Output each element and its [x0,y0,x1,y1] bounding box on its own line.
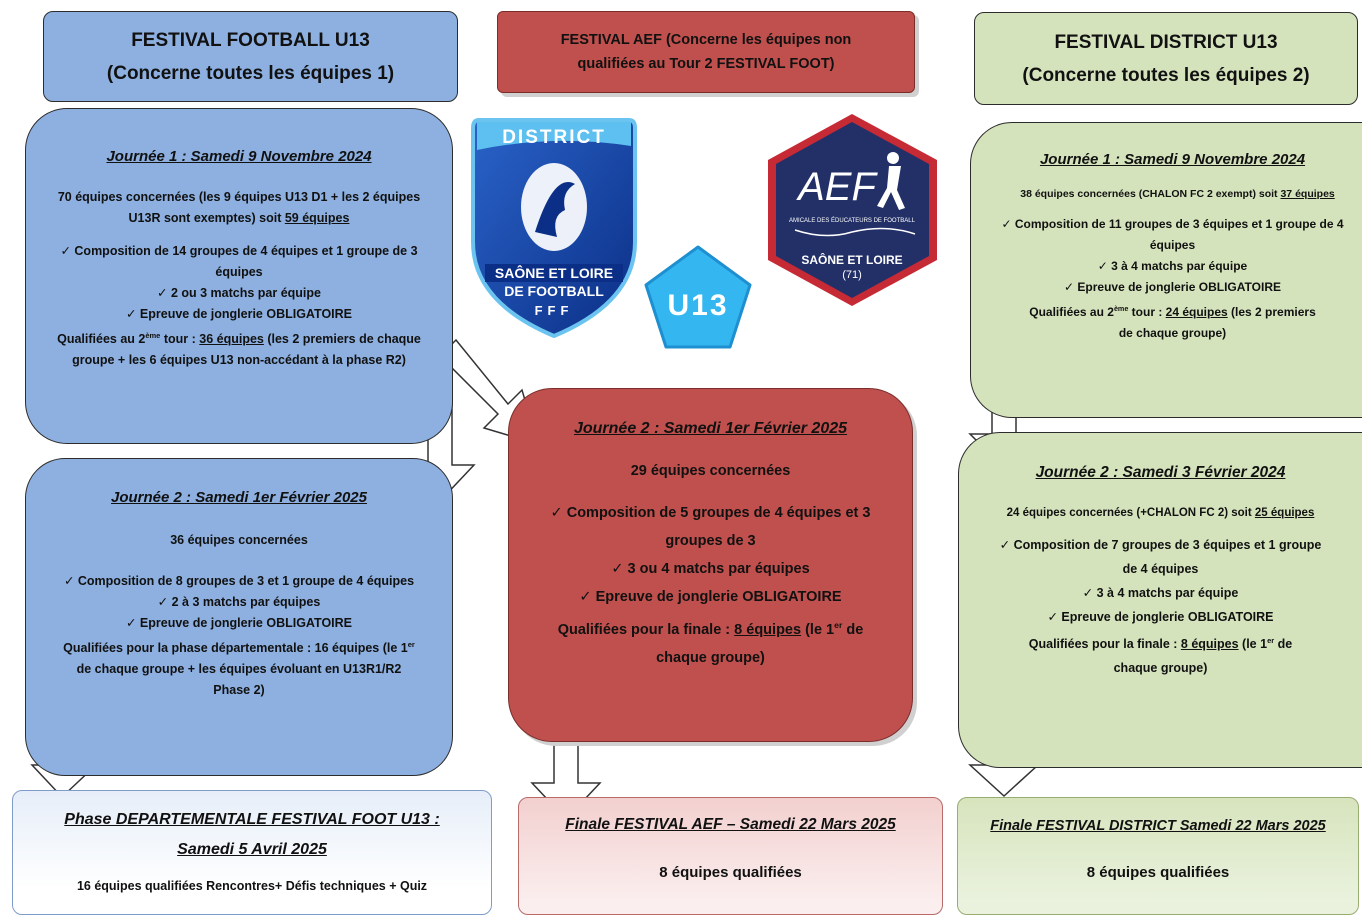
aef-j2-title: Journée 2 : Samedi 1er Février 2025 [573,420,848,437]
aef-j2-matchs: 3 ou 4 matchs par équipes [529,555,892,583]
district-logo: DISTRICT SAÔNE ET LOIRE DE FOOTBALL FFF [471,118,637,339]
aef-header-l2: qualifiées au Tour 2 FESTIVAL FOOT) [577,56,835,72]
aef-logo-l2: (71) [842,269,862,281]
aef-final-text: 8 équipes qualifiées [659,864,802,881]
left-j1-qualifiees: Qualifiées au 2ème tour : 36 équipes (le… [57,331,421,368]
right-j1-qualifiees: Qualifiées au 2ème tour : 24 équipes (le… [1029,304,1316,340]
left-j2-title: Journée 2 : Samedi 1er Février 2025 [111,489,367,506]
left-final-title-l1: Phase DEPARTEMENTALE FESTIVAL FOOT U13 : [64,811,440,828]
district-final-title: Finale FESTIVAL DISTRICT Samedi 22 Mars … [990,818,1326,834]
aef-j2-composition: Composition de 5 groupes de 4 équipes et… [529,499,892,555]
left-j1-teams: 70 équipes concernées (les 9 équipes U13… [57,190,421,225]
left-j2-composition: Composition de 8 groupes de 3 et 1 group… [58,571,420,592]
aef-j2-teams: 29 équipes concernées [630,463,791,479]
header-subtitle: (Concerne toutes les équipes 1) [106,62,395,84]
right-j2-qualifiees: Qualifiées pour la finale : 8 équipes (l… [1028,636,1293,676]
right-j1-teams: 38 équipes concernées (CHALON FC 2 exemp… [1020,188,1335,200]
left-j1-matchs: 2 ou 3 matchs par équipe [56,283,422,304]
aef-header-l1: FESTIVAL AEF (Concerne les équipes non [560,32,852,48]
right-j2-composition: Composition de 7 groupes de 3 équipes et… [967,533,1354,581]
left-final-title-l2: Samedi 5 Avril 2025 [177,841,327,858]
district-logo-l2: DE FOOTBALL [504,283,604,299]
district-final-text: 8 équipes qualifiées [1086,864,1230,881]
district-logo-l1: SAÔNE ET LOIRE [495,264,613,281]
district-header-subtitle: (Concerne toutes les équipes 2) [1022,64,1310,86]
aef-final-panel: Finale FESTIVAL AEF – Samedi 22 Mars 202… [518,797,943,915]
right-j1-title: Journée 1 : Samedi 9 Novembre 2024 [1039,151,1306,168]
district-final-panel: Finale FESTIVAL DISTRICT Samedi 22 Mars … [957,797,1359,915]
left-j1-jonglerie: Epreuve de jonglerie OBLIGATOIRE [56,304,422,325]
right-journee1-panel: Journée 1 : Samedi 9 Novembre 2024 38 éq… [970,122,1362,418]
left-j2-qualifiees: Qualifiées pour la phase départementale … [63,640,415,698]
aef-final-title: Finale FESTIVAL AEF – Samedi 22 Mars 202… [565,816,896,833]
right-j2-matchs: 3 à 4 matchs par équipe [967,581,1354,605]
right-j2-title: Journée 2 : Samedi 3 Février 2024 [1035,464,1286,481]
left-j2-matchs: 2 à 3 matchs par équipes [58,592,420,613]
left-j1-composition: Composition de 14 groupes de 4 équipes e… [56,241,422,283]
left-final-panel: Phase DEPARTEMENTALE FESTIVAL FOOT U13 :… [12,790,492,915]
header-festival-football: FESTIVAL FOOTBALL U13 (Concerne toutes l… [43,11,458,102]
district-logo-top: DISTRICT [502,127,606,148]
aef-logo-sub: AMICALE DES ÉDUCATEURS DE FOOTBALL [789,217,916,224]
u13-logo-text: U13 [667,289,728,322]
right-j1-matchs: 3 à 4 matchs par équipe [993,256,1352,277]
u13-logo: U13 [644,245,752,349]
left-j2-teams: 36 équipes concernées [170,533,308,547]
right-j1-jonglerie: Epreuve de jonglerie OBLIGATOIRE [993,277,1352,298]
aef-j2-jonglerie: Epreuve de jonglerie OBLIGATOIRE [529,583,892,611]
district-header-title: FESTIVAL DISTRICT U13 [1054,31,1278,53]
left-j1-title: Journée 1 : Samedi 9 Novembre 2024 [106,148,372,165]
district-logo-l3: FFF [535,303,574,318]
left-final-text: 16 équipes qualifiées Rencontres+ Défis … [76,879,428,893]
header-festival-district: FESTIVAL DISTRICT U13 (Concerne toutes l… [974,12,1358,105]
aef-logo-mark: AEF [796,165,878,209]
right-j1-composition: Composition de 11 groupes de 3 équipes e… [993,214,1352,256]
left-journee2-panel: Journée 2 : Samedi 1er Février 2025 36 é… [25,458,453,776]
aef-j2-qualifiees: Qualifiées pour la finale : 8 équipes (l… [557,620,864,666]
aef-journee2-panel: Journée 2 : Samedi 1er Février 2025 29 é… [508,388,913,742]
header-festival-aef: FESTIVAL AEF (Concerne les équipes non q… [497,11,915,93]
left-j2-jonglerie: Epreuve de jonglerie OBLIGATOIRE [58,613,420,634]
header-title: FESTIVAL FOOTBALL U13 [131,29,370,51]
right-journee2-panel: Journée 2 : Samedi 3 Février 2024 24 équ… [958,432,1362,768]
right-j2-teams: 24 équipes concernées (+CHALON FC 2) soi… [1006,507,1315,519]
left-journee1-panel: Journée 1 : Samedi 9 Novembre 2024 70 éq… [25,108,453,444]
right-j2-jonglerie: Epreuve de jonglerie OBLIGATOIRE [967,605,1354,629]
aef-logo-l1: SAÔNE ET LOIRE [801,252,902,267]
aef-logo: AEF AMICALE DES ÉDUCATEURS DE FOOTBALL S… [768,114,937,306]
